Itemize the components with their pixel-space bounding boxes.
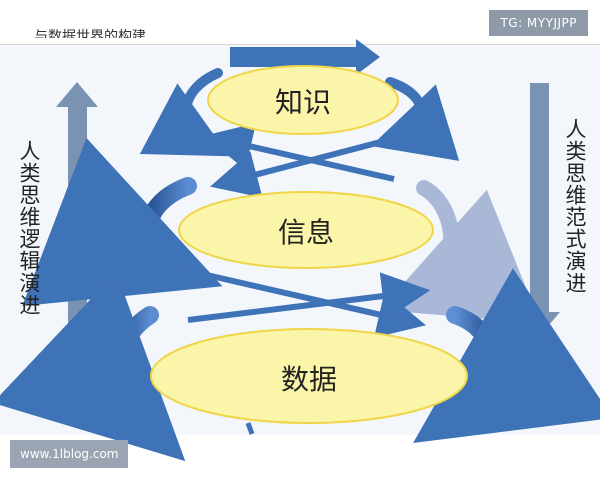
node-data: 数据 <box>150 328 468 424</box>
node-information-label: 信息 <box>278 216 334 249</box>
upper-cross-arrow-2 <box>210 136 393 198</box>
left-vertical-label: 人类思维逻辑演进 <box>17 140 41 316</box>
top-right-watermark: TG: MYYJJPP <box>489 10 588 36</box>
node-information: 信息 <box>178 191 434 269</box>
lower-cross-arrow-1 <box>171 264 427 338</box>
truncated-heading: 与数据世界的构建 <box>34 22 194 38</box>
lower-cross-arrow-2 <box>187 272 431 323</box>
right-down-arrow <box>519 83 560 337</box>
bottom-right-ribbon-arrow <box>413 268 600 443</box>
left-up-arrow <box>56 82 98 340</box>
middle-left-ribbon-arrow <box>22 137 223 306</box>
bottom-center-mark <box>245 422 255 435</box>
truncated-heading-text: 与数据世界的构建 <box>34 29 146 38</box>
bottom-left-watermark: www.1lblog.com <box>10 440 129 468</box>
node-knowledge-label: 知识 <box>275 86 331 119</box>
top-right-loop-arrow <box>371 77 460 161</box>
bottom-left-ribbon-arrow <box>0 272 186 462</box>
node-knowledge: 知识 <box>207 65 399 135</box>
top-flow-arrow <box>230 39 380 75</box>
right-vertical-label: 人类思维范式演进 <box>563 118 587 294</box>
node-data-label: 数据 <box>281 363 337 396</box>
